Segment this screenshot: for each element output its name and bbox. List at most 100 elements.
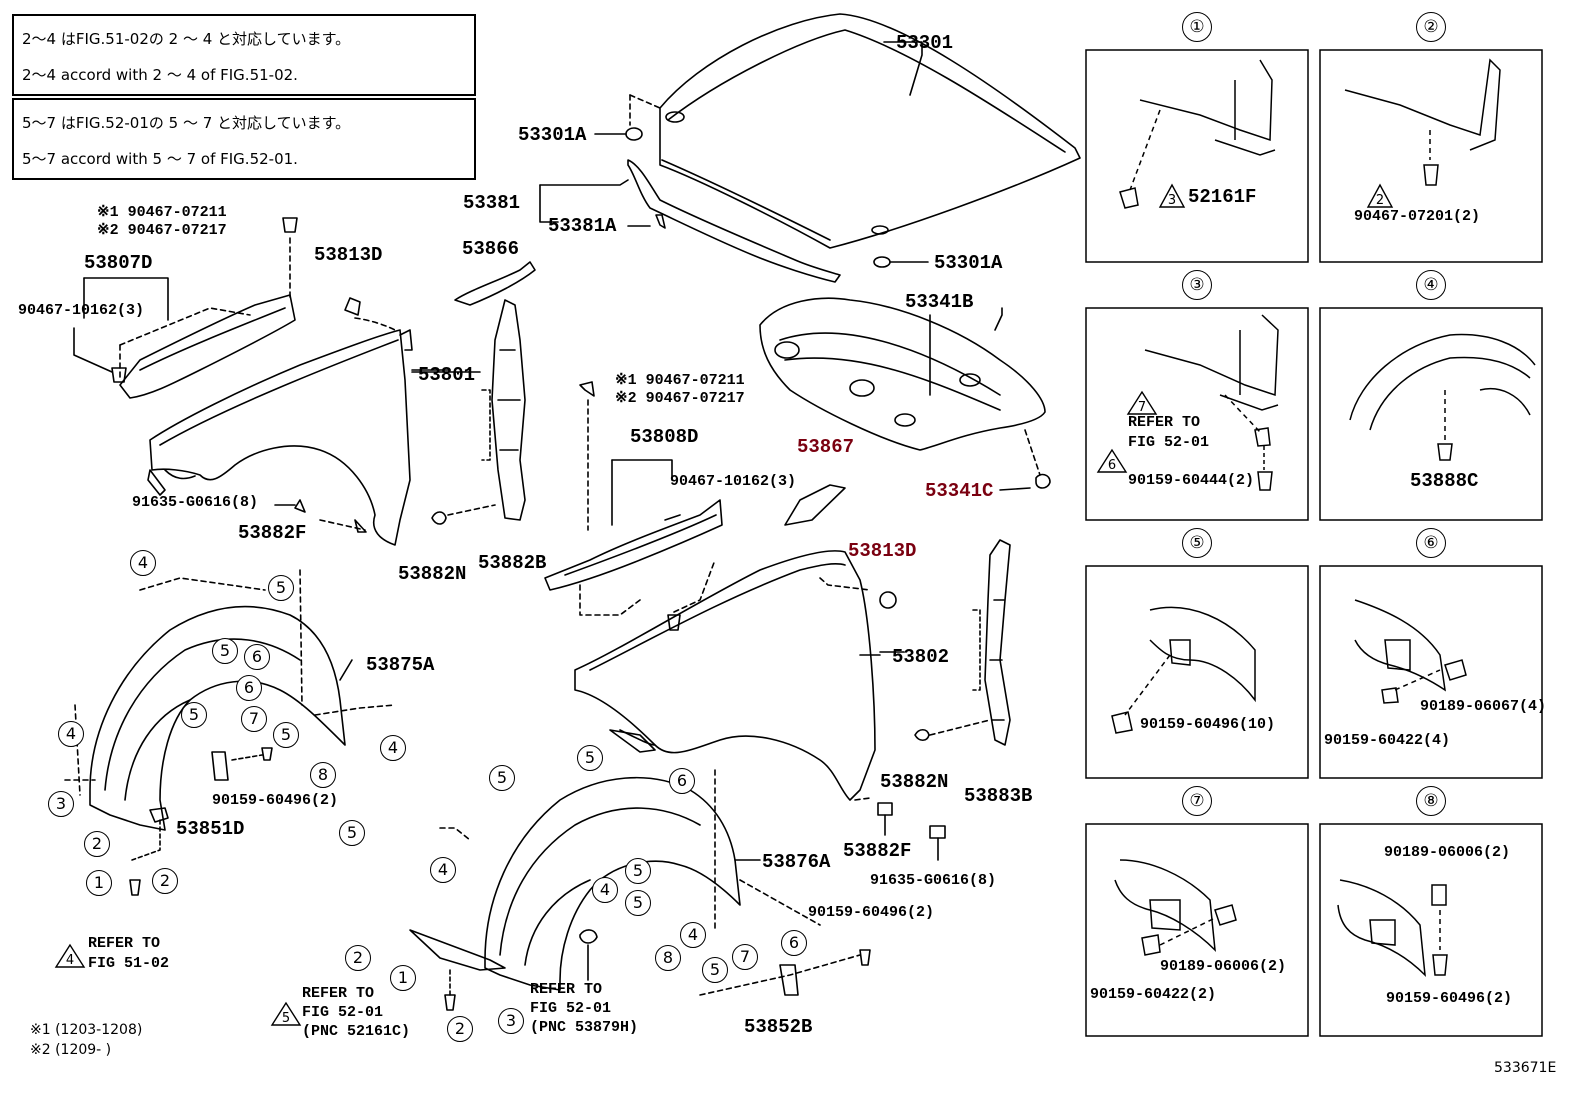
callout-5: 5 xyxy=(625,858,651,884)
hood-drawing xyxy=(625,13,1081,268)
callout-2: 2 xyxy=(447,1016,473,1042)
callout-7: 7 xyxy=(241,706,267,732)
panel-num-6[interactable]: ⑥ xyxy=(1416,528,1446,558)
hood-insulator-drawing xyxy=(759,297,1051,491)
label-bolt-b-1[interactable]: ※1 90467-07211 xyxy=(615,372,745,389)
panel7-part-a[interactable]: 90189-06006(2) xyxy=(1160,958,1287,975)
callout-8: 8 xyxy=(655,945,681,971)
label-left-liner[interactable]: 53875A xyxy=(366,654,435,676)
label-right-liner-seal[interactable]: 53852B xyxy=(744,1016,813,1038)
label-bolt-a-1[interactable]: ※1 90467-07211 xyxy=(97,204,227,221)
label-right-fender[interactable]: 53802 xyxy=(892,646,950,668)
hood-seal-drawing xyxy=(539,159,841,283)
note-fig52-jp: 5〜7 はFIG.52-01の 5 〜 7 と対応しています。 xyxy=(22,114,351,132)
panel6-part-a[interactable]: 90189-06067(4) xyxy=(1420,698,1547,715)
label-bolt-b-2[interactable]: ※2 90467-07217 xyxy=(615,390,745,407)
panel-num-7[interactable]: ⑦ xyxy=(1182,786,1212,816)
callout-5: 5 xyxy=(273,722,299,748)
callout-5: 5 xyxy=(489,765,515,791)
callout-6: 6 xyxy=(669,768,695,794)
label-right-liner[interactable]: 53876A xyxy=(762,851,831,873)
label-screw-left[interactable]: 91635-G0616(8) xyxy=(132,494,259,511)
left-fender-cover-drawing xyxy=(73,217,298,399)
callout-8: 8 xyxy=(310,762,336,788)
label-screw-liner-right[interactable]: 90159-60496(2) xyxy=(808,904,935,921)
label-hood-cushion-right[interactable]: 53301A xyxy=(934,252,1003,274)
panel4-part[interactable]: 53888C xyxy=(1410,470,1479,492)
footnote-1: ※1 (1203-1208) xyxy=(30,1022,143,1038)
callout-4: 4 xyxy=(58,721,84,747)
callout-3: 3 xyxy=(48,791,74,817)
panel-num-2[interactable]: ② xyxy=(1416,12,1446,42)
panel-num-5[interactable]: ⑤ xyxy=(1182,528,1212,558)
ref-left-liner: REFER TO FIG 51-02 xyxy=(88,935,170,972)
callout-5: 5 xyxy=(625,890,651,916)
callout-3: 3 xyxy=(498,1008,524,1034)
label-hood[interactable]: 53301 xyxy=(896,32,954,54)
callout-4: 4 xyxy=(430,857,456,883)
label-clip-left[interactable]: 90467-10162(3) xyxy=(18,302,145,319)
detail-panel-3-frame xyxy=(1085,307,1309,521)
label-left-fender-stay-clip[interactable]: 53813D xyxy=(314,244,383,266)
note-fig51-en: 2〜4 accord with 2 〜 4 of FIG.51-02. xyxy=(22,66,298,84)
panel8-part-a[interactable]: 90189-06006(2) xyxy=(1384,844,1511,861)
callout-2: 2 xyxy=(152,868,178,894)
callout-5: 5 xyxy=(577,745,603,771)
panel2-part[interactable]: 90467-07201(2) xyxy=(1354,208,1481,225)
panel-num-8[interactable]: ⑧ xyxy=(1416,786,1446,816)
note-fig52-en: 5〜7 accord with 5 〜 7 of FIG.52-01. xyxy=(22,150,298,168)
callout-5: 5 xyxy=(212,638,238,664)
panel3-fig: FIG 52-01 xyxy=(1128,434,1210,451)
label-hood-cushion-left[interactable]: 53301A xyxy=(518,124,587,146)
left-fender-stay-drawing xyxy=(431,261,536,525)
detail-panel-1-frame xyxy=(1085,49,1309,263)
callout-1: 1 xyxy=(86,870,112,896)
ref-right-liner-b: REFER TO FIG 52-01 (PNC 53879H) xyxy=(530,981,639,1036)
label-left-liner-seal[interactable]: 53851D xyxy=(176,818,245,840)
panel3-part[interactable]: 90159-60444(2) xyxy=(1128,472,1255,489)
panel5-part[interactable]: 90159-60496(10) xyxy=(1140,716,1276,733)
label-right-fender-bracket[interactable]: 53883B xyxy=(964,785,1033,807)
callout-7: 7 xyxy=(732,944,758,970)
detail-panel-6-frame xyxy=(1319,565,1543,779)
label-screw-right[interactable]: 91635-G0616(8) xyxy=(870,872,997,889)
label-hood-seal-clip[interactable]: 53381A xyxy=(548,215,617,237)
panel-num-1[interactable]: ① xyxy=(1182,12,1212,42)
label-right-fender-stay-clip[interactable]: 53813D xyxy=(848,540,917,562)
label-right-fender-cover[interactable]: 53808D xyxy=(630,426,699,448)
label-right-fender-stay-f[interactable]: 53882F xyxy=(843,840,912,862)
label-left-fender-stay-f[interactable]: 53882F xyxy=(238,522,307,544)
label-right-fender-stay-n[interactable]: 53882N xyxy=(880,771,949,793)
label-screw-liner-left[interactable]: 90159-60496(2) xyxy=(212,792,339,809)
label-hood-insulator[interactable]: 53341B xyxy=(905,291,974,313)
panel-num-3[interactable]: ③ xyxy=(1182,270,1212,300)
panel3-refer: REFER TO xyxy=(1128,414,1201,431)
label-fender-seal-right[interactable]: 53867 xyxy=(797,436,855,458)
callout-5: 5 xyxy=(181,702,207,728)
panel6-part-b[interactable]: 90159-60422(4) xyxy=(1324,732,1451,749)
panel2-triangle-num: 2 xyxy=(1376,193,1384,208)
label-left-fender[interactable]: 53801 xyxy=(418,364,476,386)
note-box-fig51: 2〜4 はFIG.51-02の 2 〜 4 と対応しています。 2〜4 acco… xyxy=(12,14,476,96)
label-clip-right[interactable]: 90467-10162(3) xyxy=(670,473,797,490)
leader-lines xyxy=(339,133,931,861)
left-fender-drawing xyxy=(147,297,451,546)
panel8-part-b[interactable]: 90159-60496(2) xyxy=(1386,990,1513,1007)
callout-4: 4 xyxy=(130,550,156,576)
label-left-fender-stay-n[interactable]: 53882N xyxy=(398,563,467,585)
ref-right-liner-a: REFER TO FIG 52-01 (PNC 52161C) xyxy=(302,985,411,1040)
label-left-fender-bracket[interactable]: 53882B xyxy=(478,552,547,574)
note-box-fig52: 5〜7 はFIG.52-01の 5 〜 7 と対応しています。 5〜7 acco… xyxy=(12,98,476,180)
callout-6: 6 xyxy=(244,644,270,670)
panel1-triangle-num: 3 xyxy=(1168,193,1176,208)
panel-num-4[interactable]: ④ xyxy=(1416,270,1446,300)
label-fender-seal-left[interactable]: 53866 xyxy=(462,238,520,260)
label-hood-seal[interactable]: 53381 xyxy=(463,192,521,214)
ref-triangle-num-a: 4 xyxy=(66,953,74,968)
label-left-fender-cover[interactable]: 53807D xyxy=(84,252,153,274)
label-hood-insulator-clip[interactable]: 53341C xyxy=(925,480,994,502)
panel7-part-b[interactable]: 90159-60422(2) xyxy=(1090,986,1217,1003)
label-bolt-a-2[interactable]: ※2 90467-07217 xyxy=(97,222,227,239)
panel1-part[interactable]: 52161F xyxy=(1188,186,1257,208)
